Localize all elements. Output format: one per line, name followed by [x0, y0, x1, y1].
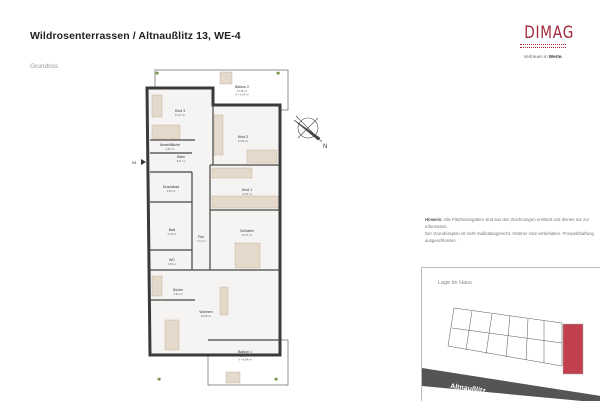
room-area: 13,67 m²	[240, 354, 250, 358]
svg-text:✱: ✱	[276, 71, 280, 77]
logo-word: DIMAG	[524, 23, 575, 43]
room-area: 5,79 m²	[168, 232, 177, 236]
room-area: 2,52 m²	[166, 147, 175, 151]
building-site-plan: Altnaußlitz	[422, 307, 600, 401]
room-area: ½ = 6,84 m²	[238, 358, 252, 362]
room-labels: Balkon 2 13,28 m² ½ = 6,64 m² Kind 3 11,…	[160, 85, 254, 362]
compass-north-label: N	[323, 144, 327, 150]
entrance-arrow-icon	[141, 159, 146, 165]
room-wohnen: Wohnen	[199, 310, 212, 314]
room-area: 7,71 m²	[197, 239, 206, 243]
svg-text:✱: ✱	[274, 377, 278, 383]
room-area: 8,11 m²	[177, 159, 186, 163]
tagline-prefix: Vertrauen in	[523, 54, 549, 59]
room-wc: WC	[169, 258, 175, 262]
notice-text: Hinweis: Alle Flächenangaben sind aus de…	[425, 216, 595, 244]
room-flur: Flur	[198, 235, 205, 239]
compass-icon	[293, 115, 323, 143]
room-area: 2,56 m²	[168, 262, 177, 266]
room-area: 6,60 m²	[174, 292, 183, 296]
location-title: Lage im Haus	[438, 280, 472, 286]
entrance-label: 04	[132, 160, 137, 165]
room-area: 4,54 m²	[167, 189, 176, 193]
page-title: Wildrosenterrassen / Altnaußlitz 13, WE-…	[30, 30, 241, 42]
notice-text-2: Der Grundrissplan ist nicht maßstabsgere…	[425, 231, 594, 243]
room-area: ½ = 6,64 m²	[235, 93, 249, 97]
room-area: 29,35 m²	[201, 314, 211, 318]
room-schlafen: Schlafen	[240, 229, 254, 233]
room-kueche: Küche	[173, 288, 183, 292]
room-balkon-1: Balkon 1	[238, 350, 252, 354]
notice-label: Hinweis:	[425, 217, 443, 222]
room-area: 13,77 m²	[242, 233, 252, 237]
room-kind-2: Kind 2	[238, 135, 248, 139]
svg-text:✱: ✱	[157, 377, 161, 383]
room-balkon-2: Balkon 2	[235, 85, 249, 89]
svg-text:✱: ✱	[155, 71, 159, 77]
street-label: Altnaußlitz	[450, 383, 487, 395]
dimag-logo: DIMAG Vertrauen in Werte.	[518, 24, 573, 59]
unit-highlight	[562, 323, 584, 375]
room-diele: Diele	[177, 155, 185, 159]
room-duschbad: Duschbad	[163, 185, 179, 189]
notice-text-1: Alle Flächenangaben sind aus den Zeichnu…	[425, 217, 590, 229]
room-kind-3: Kind 3	[175, 109, 185, 113]
room-area: 12,90 m²	[238, 139, 248, 143]
tagline-bold: Werte.	[548, 54, 563, 59]
room-area: 11,27 m²	[175, 113, 185, 117]
room-area: 10,81 m²	[242, 192, 252, 196]
logo-tagline: Vertrauen in Werte.	[518, 54, 568, 59]
room-abstellflaeche: Abstellfläche	[160, 143, 180, 147]
page-subtitle: Grundriss	[30, 63, 59, 70]
location-panel: Lage im Haus Altnaußlitz	[421, 267, 600, 401]
room-area: 13,28 m²	[237, 89, 247, 93]
room-kind-1: Kind 1	[242, 188, 252, 192]
room-bad: Bad	[169, 228, 175, 232]
logo-bar	[520, 44, 566, 48]
